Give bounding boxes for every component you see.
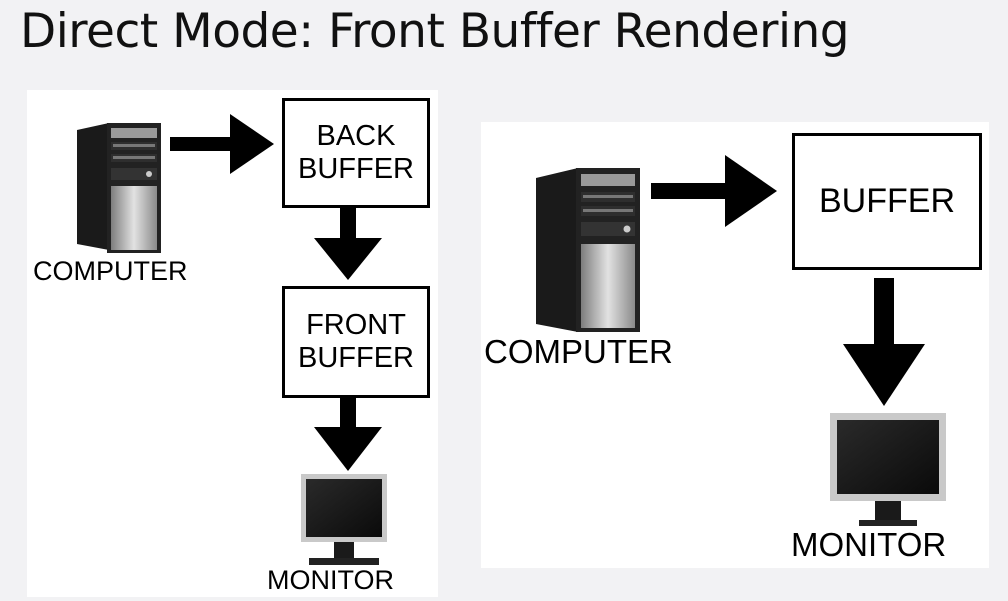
lcd-monitor-icon [301,474,387,565]
arrow-down-icon [314,208,382,280]
tower-computer-icon [77,123,161,253]
back-buffer-label-line2: BUFFER [298,153,414,185]
arrow-right-icon [651,155,777,227]
back-buffer-box: BACK BUFFER [282,98,430,208]
computer-label: COMPUTER [33,256,188,286]
monitor-label: MONITOR [267,565,394,595]
computer-label: COMPUTER [484,333,673,370]
right-diagram-panel: COMPUTER BUFFER MONITOR [481,122,989,568]
back-buffer-label-line1: BACK [316,119,396,152]
tower-computer-icon [536,168,640,332]
monitor-label: MONITOR [791,526,947,563]
lcd-monitor-icon [830,413,946,526]
front-buffer-label-line2: BUFFER [298,342,414,374]
arrow-right-icon [170,114,274,174]
arrow-down-icon [314,397,382,471]
front-buffer-label-line1: FRONT [306,308,406,341]
buffer-label: BUFFER [819,181,955,220]
slide-title: Direct Mode: Front Buffer Rendering [20,4,850,59]
left-diagram-panel: COMPUTER BACK BUFFER FRONT BUFFER MONITO… [27,90,438,597]
front-buffer-box: FRONT BUFFER [282,286,430,398]
arrow-down-icon [843,278,925,406]
buffer-box: BUFFER [792,133,982,270]
